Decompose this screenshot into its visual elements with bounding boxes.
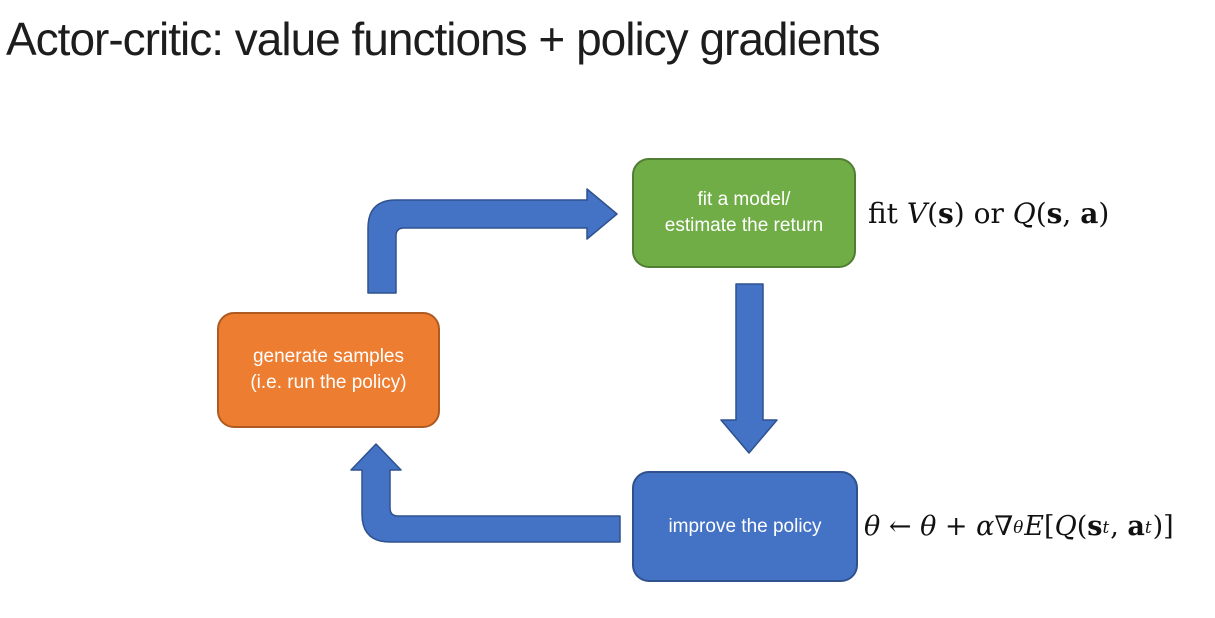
formula-token: ) — [1098, 196, 1110, 230]
fit-value-formula: fit V(s) or Q(s, a) — [868, 158, 1109, 268]
arrow-generate-to-fit — [367, 188, 618, 294]
slide-title: Actor-critic: value functions + policy g… — [6, 13, 881, 65]
fit-model-label-line2: estimate the return — [664, 215, 824, 236]
generate-samples-box: generate samples (i.e. run the policy) — [217, 312, 440, 428]
formula-token: V — [906, 196, 928, 230]
formula-token: s — [938, 196, 954, 230]
formula-token: s — [1046, 196, 1063, 230]
formula-token: fit — [868, 196, 907, 230]
arrow-fit-to-improve — [720, 283, 778, 454]
formula-token: t — [1144, 516, 1152, 537]
formula-token: θ — [920, 511, 937, 542]
formula-token: ( — [1035, 196, 1047, 230]
formula-token: , — [1110, 511, 1128, 542]
formula-token: ] — [1163, 511, 1174, 542]
formula-token: [ — [1044, 511, 1055, 542]
formula-token: or — [964, 196, 1013, 230]
generate-samples-label-line2: (i.e. run the policy) — [250, 372, 407, 393]
formula-token: Q — [1012, 196, 1036, 230]
formula-token: ( — [1076, 511, 1088, 542]
formula-token: + — [936, 511, 977, 542]
arrow-improve-to-generate — [350, 443, 621, 543]
generate-samples-label-line1: generate samples — [252, 346, 405, 367]
formula-token: a — [1080, 196, 1099, 230]
formula-token: t — [1102, 516, 1110, 537]
formula-token: ) — [953, 196, 965, 230]
improve-policy-label: improve the policy — [668, 515, 822, 537]
formula-token: s — [1087, 511, 1103, 542]
fit-model-box: fit a model/ estimate the return — [632, 158, 856, 268]
formula-token: Q — [1054, 511, 1077, 542]
formula-token: ) — [1152, 511, 1164, 542]
formula-token: E — [1024, 511, 1045, 542]
formula-token: a — [1127, 511, 1145, 542]
formula-token: θ — [1013, 516, 1024, 537]
formula-token: ( — [927, 196, 938, 230]
formula-token: θ — [864, 511, 881, 542]
formula-token: , — [1062, 196, 1081, 230]
formula-token: ← — [880, 511, 921, 542]
formula-token: α — [976, 511, 995, 542]
formula-token: ∇ — [994, 511, 1014, 542]
improve-policy-box: improve the policy — [632, 471, 858, 582]
fit-model-label-line1: fit a model/ — [697, 189, 791, 210]
